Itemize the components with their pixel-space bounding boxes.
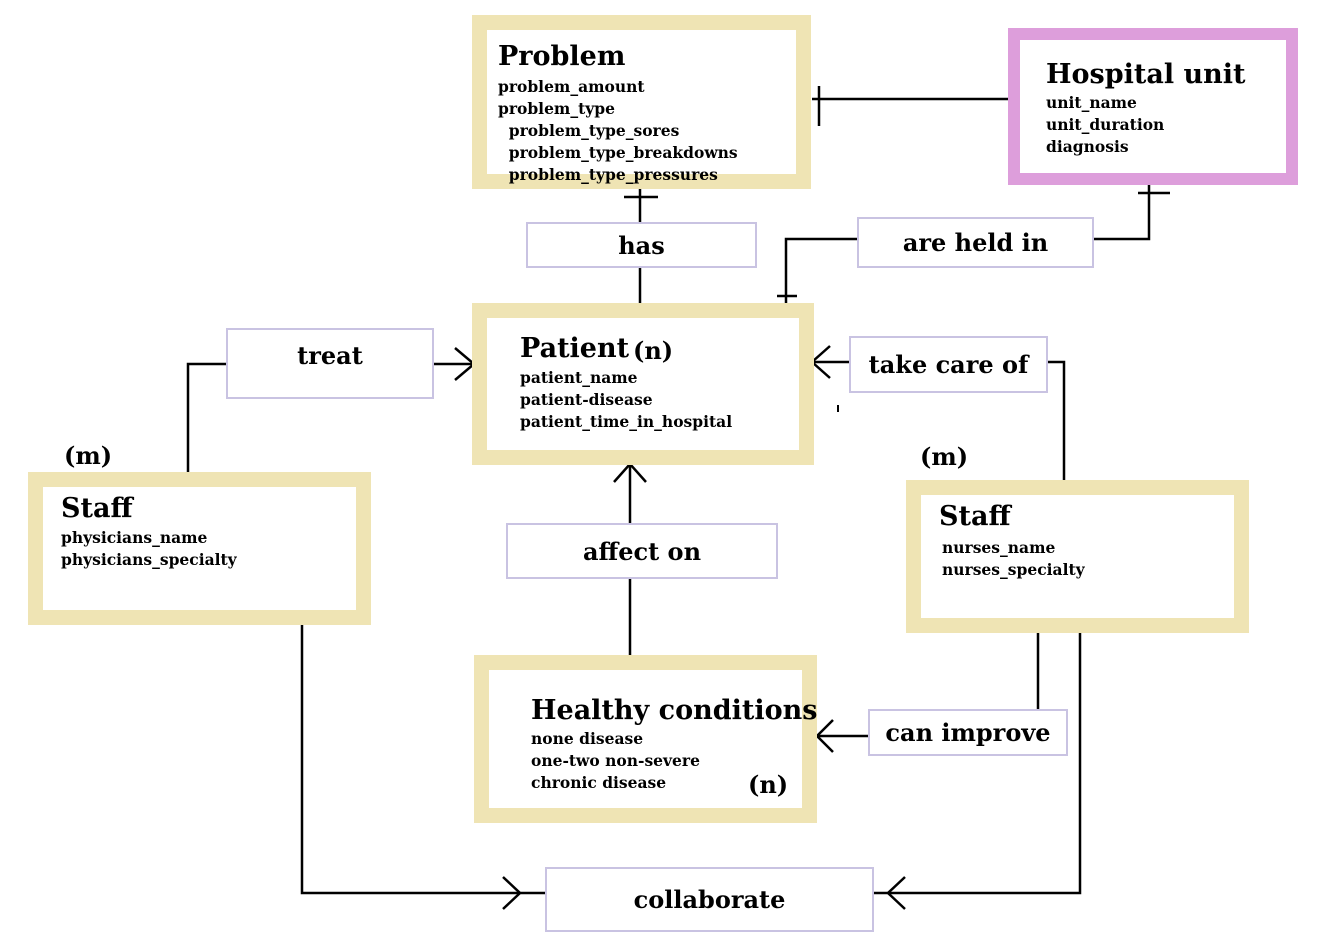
attribute: unit_name xyxy=(1046,93,1137,112)
attribute: none disease xyxy=(531,729,644,748)
attribute: problem_type_pressures xyxy=(498,165,718,184)
attribute: nurses_name xyxy=(942,538,1056,557)
entity-staff-nurses: Staff nurses_name nurses_specialty xyxy=(906,480,1249,633)
entity-hospital-unit-title: Hospital unit xyxy=(1046,59,1246,90)
connector-are-held-in-hospital-unit xyxy=(1093,185,1151,241)
entity-hospital-unit: Hospital unit unit_name unit_duration di… xyxy=(1008,28,1298,185)
arrowhead-collaborate-right xyxy=(886,876,906,910)
attribute: physicians_specialty xyxy=(61,550,237,569)
relationship-can-improve: can improve xyxy=(868,709,1068,756)
connector-staff-physicians-collaborate xyxy=(300,625,545,895)
attribute: problem_type_sores xyxy=(498,121,680,140)
attribute: patient_time_in_hospital xyxy=(520,412,733,431)
staff-nurses-cardinality: (m) xyxy=(920,442,969,471)
entity-problem: Problem problem_amount problem_type prob… xyxy=(472,15,811,189)
entity-hospital-unit-attributes: unit_name unit_duration diagnosis xyxy=(1046,92,1164,158)
relationship-treat: treat xyxy=(226,328,434,399)
relationship-collaborate: collaborate xyxy=(545,867,874,932)
entity-healthy-conditions-title: Healthy conditions xyxy=(531,695,818,726)
attribute: nurses_specialty xyxy=(942,560,1085,579)
attribute: patient_name xyxy=(520,368,638,387)
entity-staff-nurses-title: Staff xyxy=(939,501,1011,532)
entity-patient-title: Patient xyxy=(520,333,630,364)
connector-staff-nurses-collaborate xyxy=(873,633,1082,895)
entity-patient-cardinality: (n) xyxy=(633,336,674,365)
entity-patient: Patient (n) patient_name patient-disease… xyxy=(472,303,814,465)
entity-patient-attributes: patient_name patient-disease patient_tim… xyxy=(520,367,732,433)
attribute: unit_duration xyxy=(1046,115,1165,134)
connector-staff-physicians-treat xyxy=(186,362,227,472)
entity-problem-attributes: problem_amount problem_type problem_type… xyxy=(498,76,738,186)
stray-dot xyxy=(837,405,839,412)
connector-patient-are-held-in xyxy=(784,237,858,303)
attribute: physicians_name xyxy=(61,528,208,547)
entity-staff-physicians-attributes: physicians_name physicians_specialty xyxy=(61,527,237,571)
attribute: problem_amount xyxy=(498,77,645,96)
attribute: chronic disease xyxy=(531,773,667,792)
arrowhead-collaborate-left xyxy=(502,876,522,910)
attribute: diagnosis xyxy=(1046,137,1129,156)
entity-healthy-conditions: Healthy conditions none disease one-two … xyxy=(474,655,817,823)
entity-staff-physicians-title: Staff xyxy=(61,493,133,524)
relationship-take-care-of: take care of xyxy=(849,336,1048,393)
entity-problem-title: Problem xyxy=(498,41,626,72)
arrowhead-can-improve xyxy=(815,719,834,753)
attribute: one-two non-severe xyxy=(531,751,700,770)
entity-staff-physicians: Staff physicians_name physicians_special… xyxy=(28,472,371,625)
attribute: patient-disease xyxy=(520,390,653,409)
entity-staff-nurses-attributes: nurses_name nurses_specialty xyxy=(942,537,1085,581)
relationship-has: has xyxy=(526,222,757,268)
entity-healthy-conditions-attributes: none disease one-two non-severe chronic … xyxy=(531,728,700,794)
relationship-affect-on: affect on xyxy=(506,523,778,579)
staff-physicians-cardinality: (m) xyxy=(64,441,113,470)
entity-healthy-conditions-cardinality: (n) xyxy=(748,770,789,799)
attribute: problem_type_breakdowns xyxy=(498,143,738,162)
relationship-are-held-in: are held in xyxy=(857,217,1094,268)
attribute: problem_type xyxy=(498,99,615,118)
connector-staff-nurses-take-care-of xyxy=(1047,360,1066,487)
